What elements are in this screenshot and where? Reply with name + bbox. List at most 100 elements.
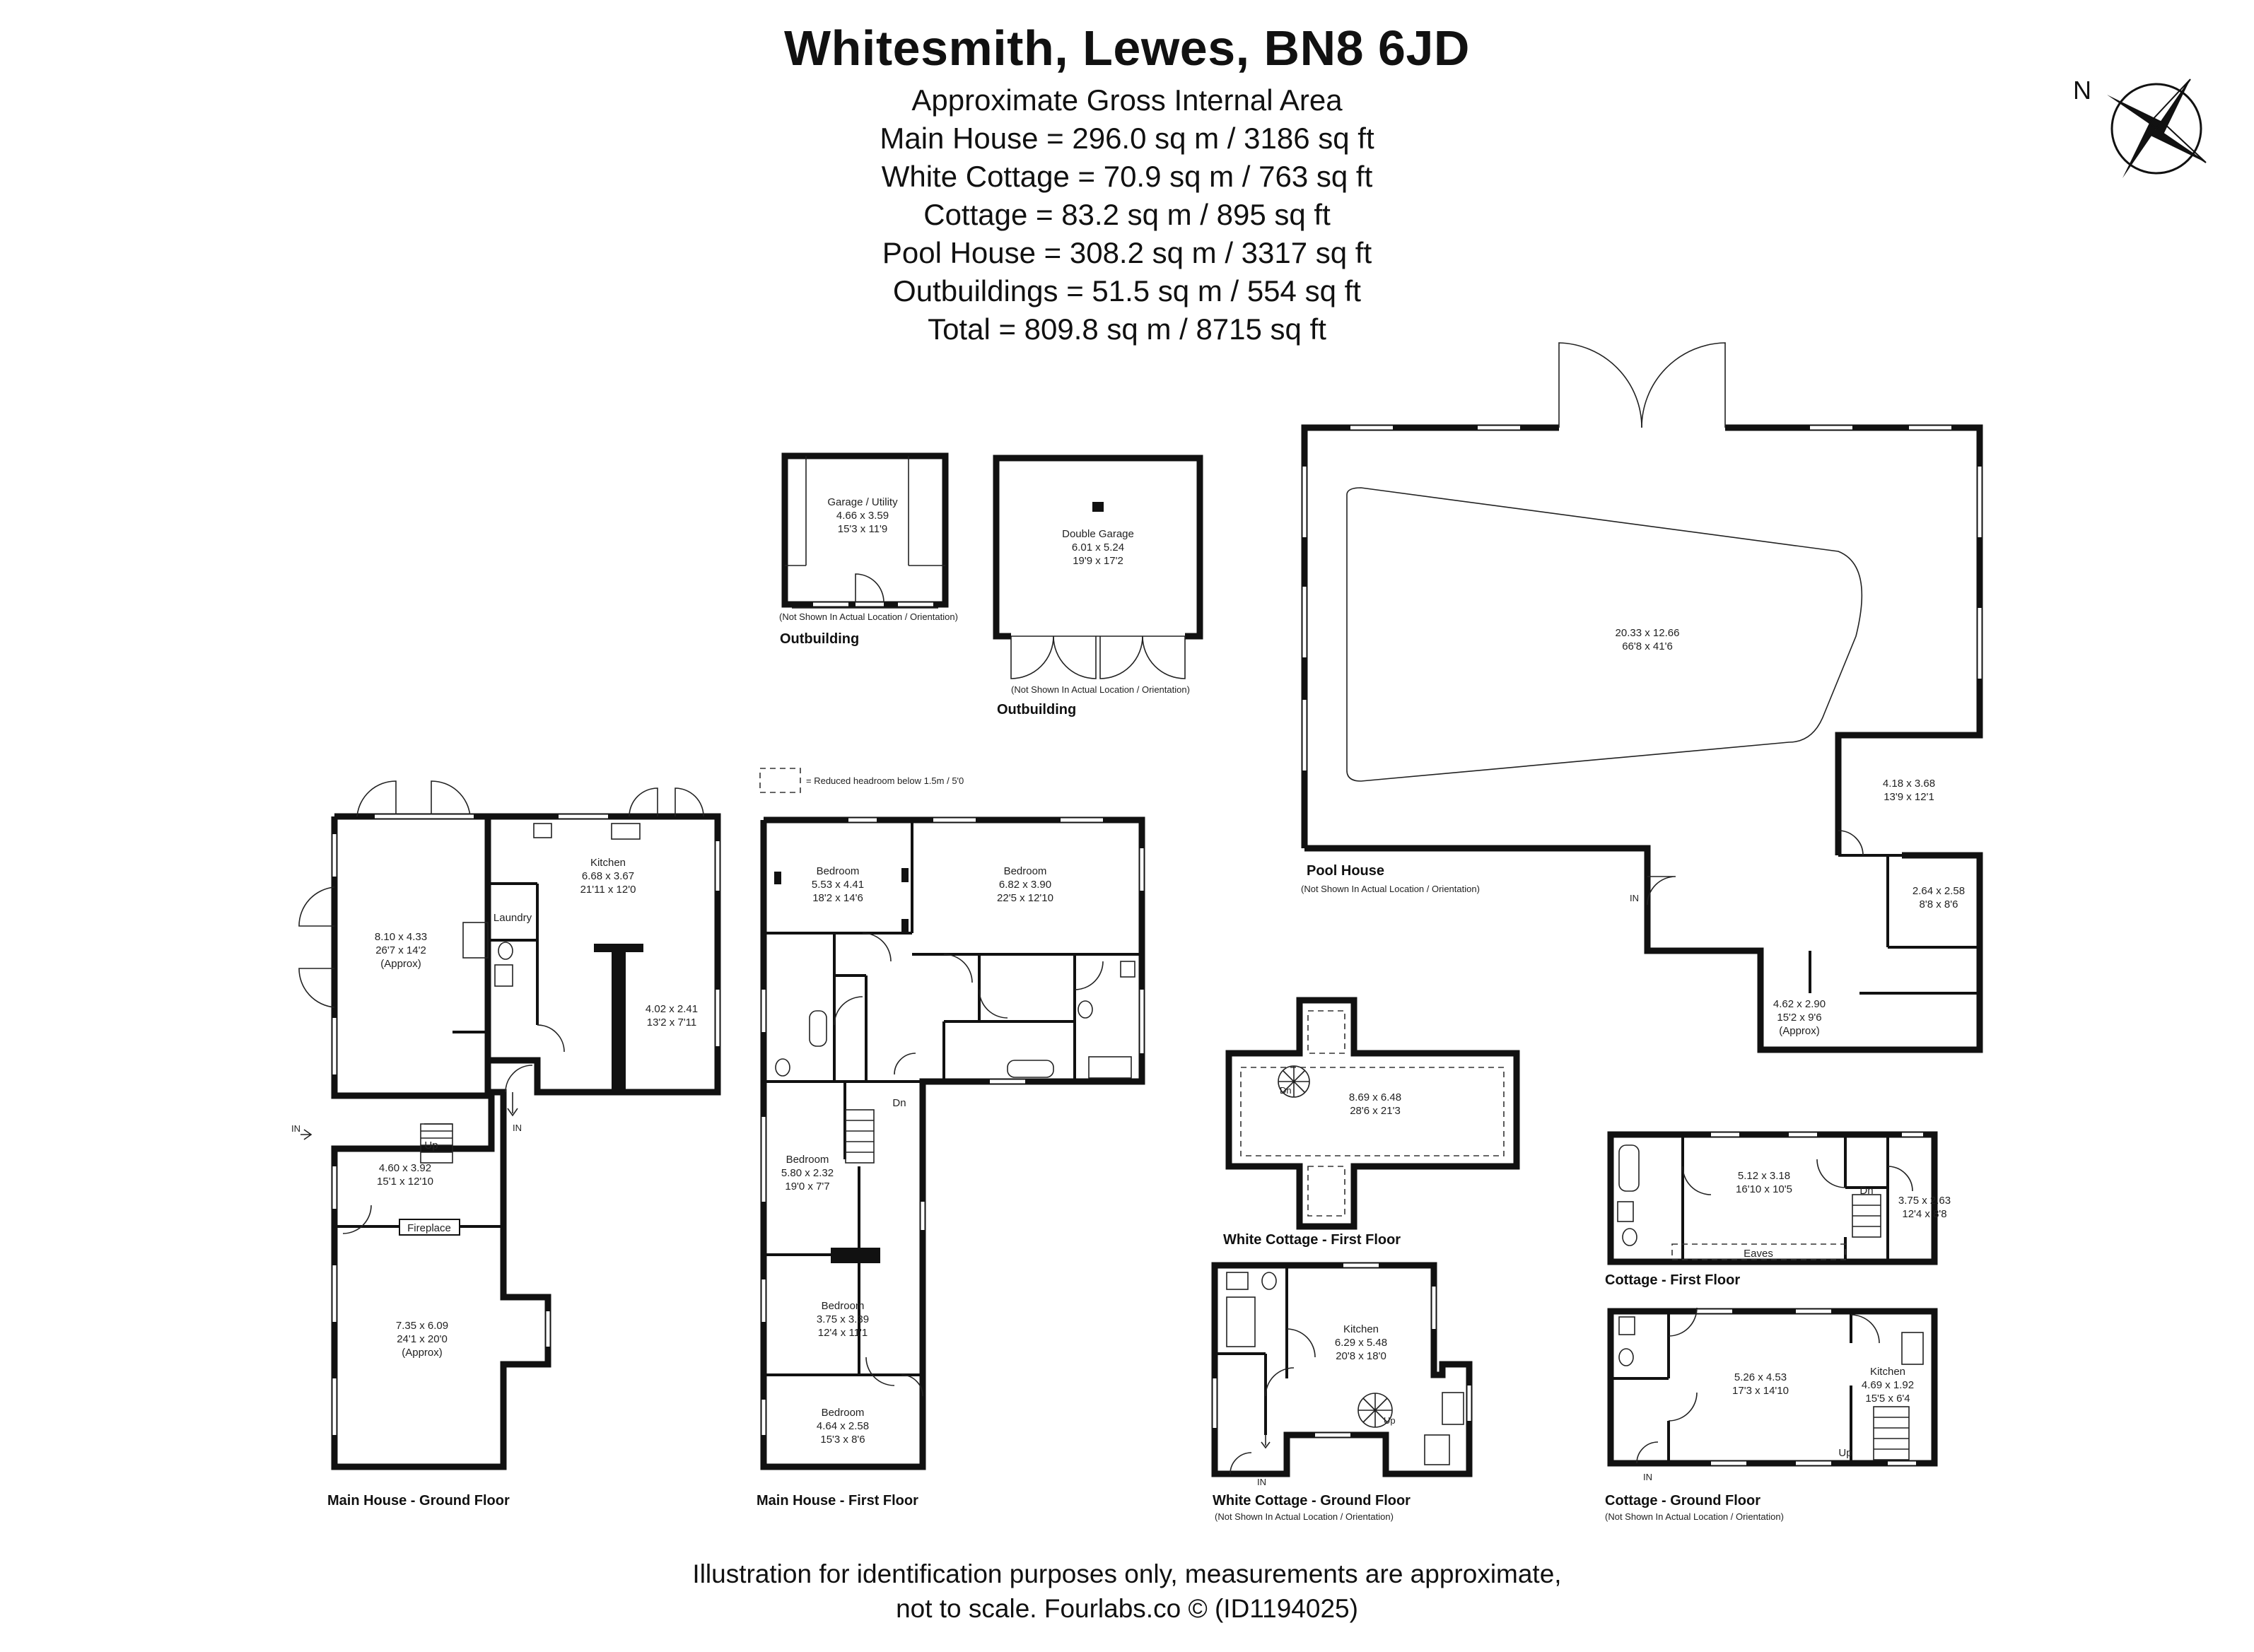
pool-lower-room-approx: (Approx) (1779, 1025, 1820, 1037)
area-subtitle: Approximate Gross Internal Area (911, 83, 1343, 117)
cottage-ground-caption: Cottage - Ground Floor (1605, 1493, 1760, 1509)
cottage-first-caption: Cottage - First Floor (1605, 1272, 1740, 1288)
bedroom-4-imperial: 12'4 x 11'1 (818, 1327, 868, 1339)
hall-imperial: 15'1 x 12'10 (377, 1176, 433, 1188)
pool-house-note: (Not Shown In Actual Location / Orientat… (1301, 884, 1480, 894)
big-room-imperial: 24'1 x 20'0 (397, 1333, 448, 1345)
hall-metric: 4.60 x 3.92 (379, 1162, 431, 1174)
bedroom-5-metric: 4.64 x 2.58 (817, 1420, 869, 1432)
pool-room-metric: 20.33 x 12.66 (1616, 627, 1680, 639)
pool-lower-room-metric: 4.62 x 2.90 (1773, 998, 1826, 1010)
cottage-first-floor-plan (1607, 1131, 1938, 1265)
outbuilding-2-caption: Outbuilding (997, 702, 1076, 717)
white-kitchen-metric: 6.29 x 5.48 (1335, 1337, 1387, 1349)
double-garage-metric: 6.01 x 5.24 (1072, 541, 1124, 553)
living-imperial: 26'7 x 14'2 (375, 944, 426, 956)
pool-lower-room-imperial: 15'2 x 9'6 (1777, 1012, 1821, 1024)
garage-utility-name: Garage / Utility (827, 496, 898, 508)
cottage-first-room-2-imperial: 12'4 x 8'8 (1902, 1208, 1946, 1220)
cottage-ground-room-metric: 5.26 x 4.53 (1734, 1371, 1787, 1383)
garage-utility-metric: 4.66 x 3.59 (836, 510, 889, 522)
cottage-ground-floor-plan (1607, 1307, 1938, 1467)
living-metric: 8.10 x 4.33 (375, 931, 427, 943)
compass-north-label: N (2073, 76, 2091, 105)
fireplace-label: Fireplace (407, 1222, 451, 1234)
white-cottage-first-floor-plan (1225, 997, 1520, 1230)
pool-house-in-label: IN (1630, 893, 1639, 903)
double-garage-note: (Not Shown In Actual Location / Orientat… (1011, 684, 1190, 695)
utility-room-imperial: 13'2 x 7'11 (647, 1017, 697, 1029)
disclaimer-line-2: not to scale. Fourlabs.co © (ID1194025) (896, 1594, 1358, 1623)
big-room-metric: 7.35 x 6.09 (396, 1320, 448, 1332)
cottage-kitchen-metric: 4.69 x 1.92 (1862, 1379, 1914, 1391)
cottage-first-room-1-imperial: 16'10 x 10'5 (1736, 1183, 1792, 1195)
pool-room-imperial: 66'8 x 41'6 (1622, 640, 1673, 652)
cottage-ground-note: (Not Shown In Actual Location / Orientat… (1605, 1511, 1784, 1522)
page-title: Whitesmith, Lewes, BN8 6JD (784, 20, 1470, 76)
cottage-first-room-1-metric: 5.12 x 3.18 (1738, 1170, 1790, 1182)
bedroom-4-metric: 3.75 x 3.39 (817, 1313, 869, 1325)
laundry-label: Laundry (494, 912, 532, 924)
bedroom-5-name: Bedroom (822, 1407, 865, 1419)
cottage-ground-room-imperial: 17'3 x 14'10 (1732, 1385, 1789, 1397)
legend-text: = Reduced headroom below 1.5m / 5'0 (806, 775, 964, 786)
bedroom-3-metric: 5.80 x 2.32 (781, 1167, 834, 1179)
white-cottage-ground-floor-plan (1211, 1262, 1473, 1477)
white-kitchen-name: Kitchen (1343, 1323, 1379, 1335)
bedroom-2-imperial: 22'5 x 12'10 (997, 892, 1053, 904)
outbuilding-garage-utility (781, 452, 949, 609)
cottage-ground-up-label: Up (1838, 1447, 1852, 1459)
white-first-room-imperial: 28'6 x 21'3 (1350, 1105, 1401, 1117)
pool-house-plan (1301, 342, 1983, 1053)
white-ground-up-label: Up (1384, 1415, 1396, 1426)
cottage-kitchen-name: Kitchen (1870, 1366, 1905, 1378)
cottage-ground-in-label: IN (1643, 1472, 1652, 1482)
garage-utility-note: (Not Shown In Actual Location / Orientat… (779, 611, 958, 622)
bedroom-4-name: Bedroom (822, 1300, 865, 1312)
white-cottage-first-caption: White Cottage - First Floor (1223, 1232, 1401, 1248)
pool-small-room-imperial: 8'8 x 8'6 (1920, 898, 1958, 910)
white-cottage-ground-note: (Not Shown In Actual Location / Orientat… (1215, 1511, 1394, 1522)
double-garage-name: Double Garage (1062, 528, 1134, 540)
outbuilding-1-caption: Outbuilding (780, 631, 859, 647)
area-main-house: Main House = 296.0 sq m / 3186 sq ft (880, 122, 1374, 155)
double-garage-imperial: 19'9 x 17'2 (1073, 555, 1123, 567)
area-total: Total = 809.8 sq m / 8715 sq ft (928, 312, 1326, 346)
white-first-room-metric: 8.69 x 6.48 (1349, 1091, 1401, 1103)
compass-icon (2107, 78, 2207, 178)
main-kitchen-name: Kitchen (590, 857, 626, 869)
main-house-first-caption: Main House - First Floor (757, 1493, 918, 1509)
pool-small-room-metric: 2.64 x 2.58 (1913, 885, 1965, 897)
bedroom-1-imperial: 18'2 x 14'6 (812, 892, 863, 904)
main-first-dn-label: Dn (892, 1097, 906, 1109)
white-kitchen-imperial: 20'8 x 18'0 (1336, 1350, 1386, 1362)
bedroom-1-name: Bedroom (817, 865, 860, 877)
bedroom-3-name: Bedroom (786, 1154, 829, 1166)
area-pool-house: Pool House = 308.2 sq m / 3317 sq ft (882, 236, 1372, 269)
utility-room-metric: 4.02 x 2.41 (646, 1003, 698, 1015)
cottage-kitchen-imperial: 15'5 x 6'4 (1865, 1393, 1910, 1405)
main-ground-in-right: IN (513, 1123, 522, 1133)
bedroom-5-imperial: 15'3 x 8'6 (820, 1434, 865, 1446)
main-house-ground-floor-plan (298, 780, 721, 1470)
bedroom-2-metric: 6.82 x 3.90 (999, 879, 1051, 891)
white-cottage-ground-caption: White Cottage - Ground Floor (1213, 1493, 1411, 1509)
main-house-ground-caption: Main House - Ground Floor (327, 1493, 510, 1509)
area-white-cottage: White Cottage = 70.9 sq m / 763 sq ft (881, 160, 1373, 193)
big-room-approx: (Approx) (402, 1347, 443, 1359)
main-ground-up-label: Up (424, 1140, 438, 1152)
bedroom-1-metric: 5.53 x 4.41 (812, 879, 864, 891)
outbuilding-double-garage (993, 455, 1203, 679)
area-cottage: Cottage = 83.2 sq m / 895 sq ft (923, 198, 1331, 231)
cottage-first-dn-label: Dn (1859, 1185, 1873, 1197)
pool-side-room-metric: 4.18 x 3.68 (1883, 778, 1935, 790)
pool-side-room-imperial: 13'9 x 12'1 (1884, 791, 1934, 803)
main-house-first-floor-plan (760, 816, 1145, 1470)
bedroom-3-imperial: 19'0 x 7'7 (785, 1181, 829, 1193)
bedroom-2-name: Bedroom (1004, 865, 1047, 877)
pool-house-caption: Pool House (1307, 863, 1384, 879)
white-first-dn-label: Dn (1280, 1085, 1292, 1096)
living-approx: (Approx) (380, 958, 421, 970)
white-ground-in-label: IN (1257, 1477, 1266, 1487)
